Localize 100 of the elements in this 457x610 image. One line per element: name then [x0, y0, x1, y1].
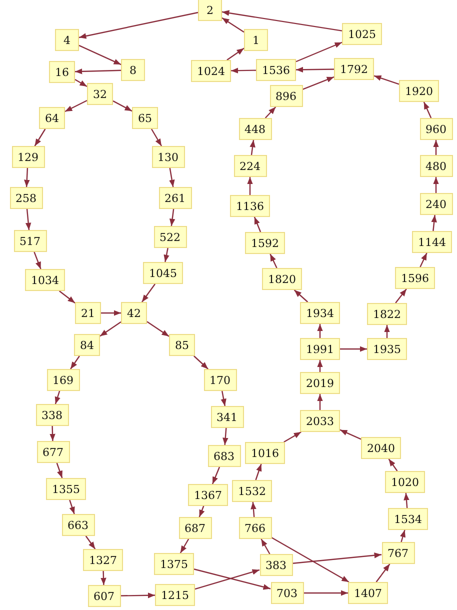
arrow — [120, 592, 155, 598]
arrow — [420, 252, 428, 268]
arrow — [222, 10, 342, 32]
arrow — [220, 390, 226, 406]
number-box: 1327 — [83, 549, 123, 571]
number-box: 517 — [14, 230, 46, 252]
number-box: 1045 — [143, 262, 183, 284]
arrow — [250, 502, 256, 518]
arrow — [250, 140, 256, 156]
number-box: 1355 — [46, 478, 86, 500]
number-box: 1144 — [412, 231, 452, 253]
arrow — [222, 428, 228, 446]
number-box: 258 — [10, 187, 42, 209]
number-box: 21 — [75, 302, 101, 324]
number-box: 1136 — [230, 195, 270, 217]
arrow — [74, 68, 122, 74]
number-box: 1991 — [300, 338, 340, 360]
number-box: 261 — [158, 187, 192, 209]
arrow — [194, 568, 271, 590]
number-box: 1020 — [385, 471, 425, 493]
arrow — [270, 254, 278, 268]
arrow — [34, 128, 46, 146]
arrow — [146, 321, 170, 337]
number-box: 522 — [154, 226, 186, 248]
arrow — [100, 570, 106, 586]
arrow — [78, 12, 198, 39]
arrow — [423, 102, 432, 118]
number-box: 240 — [420, 193, 452, 215]
number-box: 767 — [382, 542, 414, 564]
number-box: 1034 — [25, 269, 65, 291]
arrow — [69, 500, 75, 514]
arrow — [296, 66, 334, 73]
arrow — [395, 288, 407, 304]
number-box: 65 — [132, 107, 158, 129]
arrow — [317, 394, 323, 410]
number-box: 170 — [204, 369, 236, 391]
number-box: 1536 — [256, 59, 296, 81]
arrow — [374, 75, 400, 85]
arrow — [388, 458, 398, 472]
arrow — [74, 79, 88, 87]
number-box: 2040 — [361, 437, 401, 459]
arrow — [198, 506, 205, 518]
number-box: 1592 — [245, 232, 285, 254]
number-box: 677 — [36, 441, 70, 463]
number-box: 1935 — [367, 338, 407, 360]
arrow — [112, 100, 132, 112]
arrow — [231, 68, 256, 74]
number-box: 1 — [244, 29, 268, 51]
arrow — [340, 346, 367, 352]
number-box: 1024 — [191, 60, 231, 82]
number-box: 480 — [420, 155, 452, 177]
arrow — [78, 44, 122, 66]
number-box: 129 — [12, 146, 44, 168]
number-box: 84 — [74, 334, 100, 356]
number-box: 1025 — [342, 23, 382, 45]
arrow — [431, 214, 437, 232]
arrow — [302, 76, 334, 90]
number-box: 16 — [49, 61, 75, 83]
arrow — [254, 216, 262, 232]
number-box: 224 — [234, 155, 266, 177]
arrow — [433, 140, 439, 155]
arrow — [260, 538, 270, 554]
arrow — [194, 356, 208, 370]
number-box: 338 — [36, 404, 68, 426]
arrow — [64, 100, 88, 112]
arrow — [317, 360, 323, 372]
number-box: 1820 — [262, 268, 302, 290]
arrow — [226, 48, 244, 60]
arrow — [194, 569, 260, 590]
number-box: 1596 — [395, 267, 435, 289]
arrow — [169, 168, 175, 188]
arrow — [212, 466, 220, 484]
number-box: 663 — [62, 514, 94, 536]
number-box: 683 — [208, 445, 240, 467]
arrow — [100, 321, 122, 337]
number-box: 1534 — [388, 508, 428, 530]
arrow — [70, 356, 80, 370]
number-box: 448 — [238, 118, 272, 140]
arrow — [50, 426, 56, 442]
arrow — [292, 552, 382, 564]
number-box: 383 — [260, 554, 292, 576]
arrow — [433, 177, 439, 193]
arrow — [317, 324, 323, 338]
number-box: 703 — [270, 582, 304, 604]
number-box: 687 — [178, 517, 212, 539]
number-box: 8 — [121, 59, 145, 81]
arrow — [400, 530, 406, 542]
arrow — [169, 208, 176, 226]
arrow — [101, 310, 121, 316]
arrow — [247, 177, 253, 195]
number-box: 1532 — [232, 480, 272, 502]
arrow — [164, 248, 170, 262]
number-box: 1407 — [348, 582, 388, 604]
number-box: 1367 — [188, 484, 228, 506]
number-box: 2019 — [300, 372, 340, 394]
arrow — [34, 252, 42, 270]
arrow — [141, 284, 156, 302]
number-box: 64 — [39, 107, 65, 129]
number-box: 85 — [169, 334, 195, 356]
number-box: 341 — [210, 406, 244, 428]
